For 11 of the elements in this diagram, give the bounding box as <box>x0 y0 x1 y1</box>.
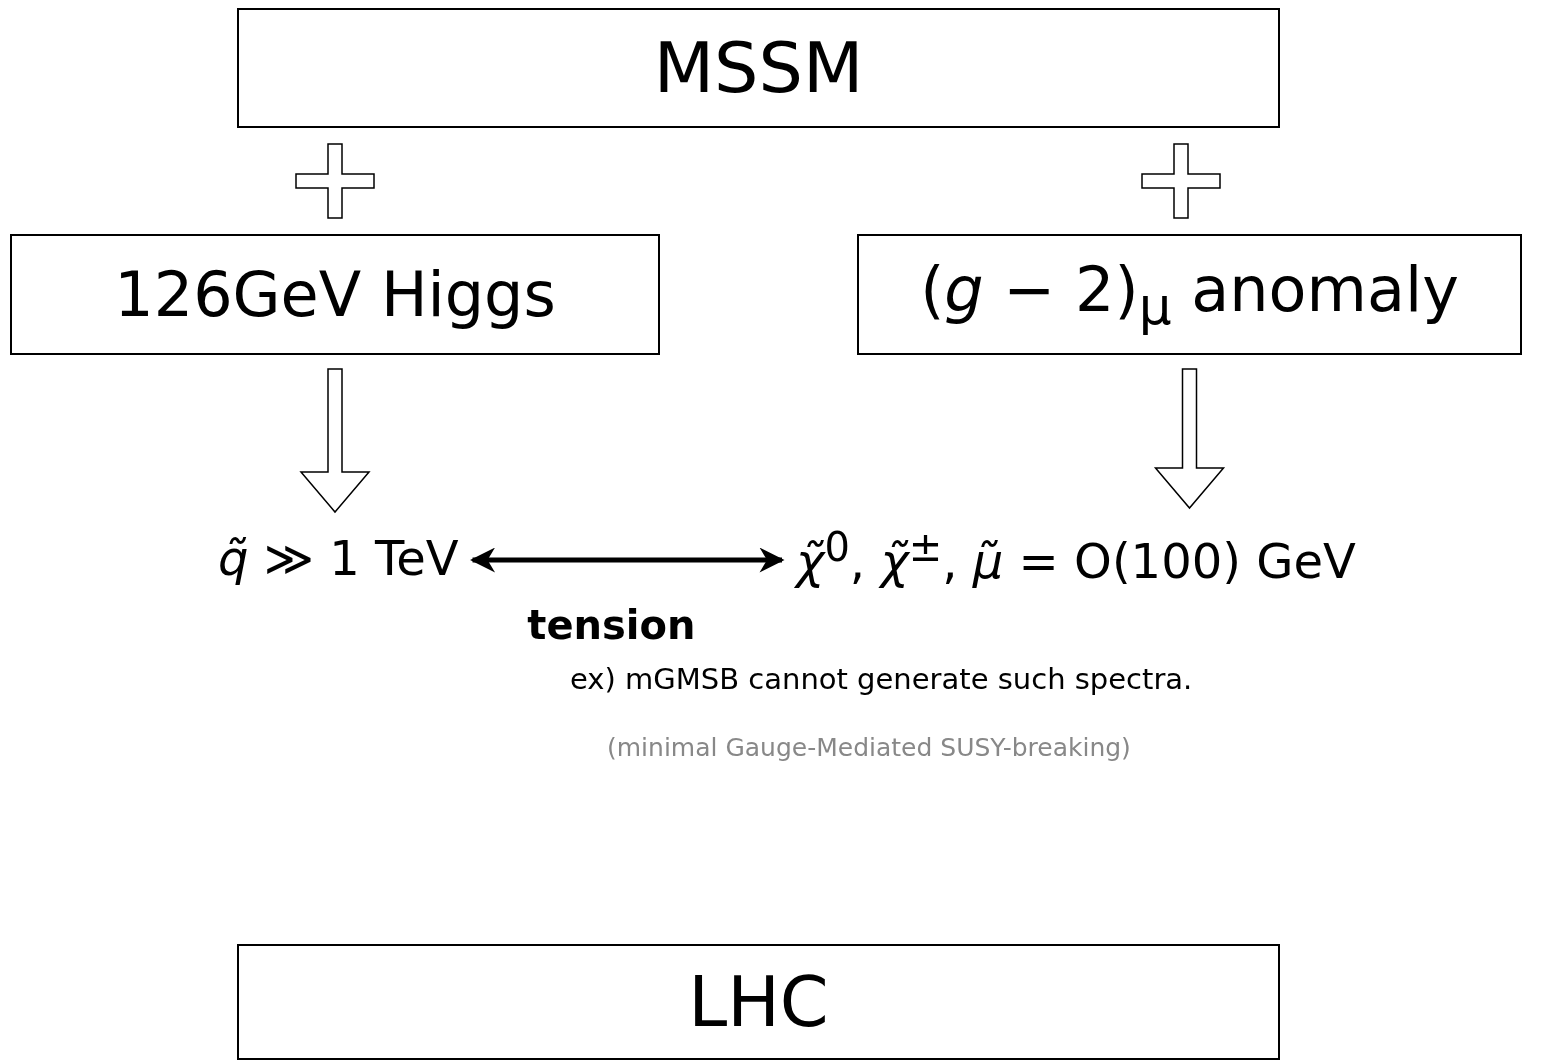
mass-condition-text: q̃ ≫ 1 TeV <box>214 512 463 604</box>
experiment-box: LHC <box>237 944 1280 1060</box>
double-arrow <box>470 547 785 573</box>
constraint-box: 126GeV Higgs <box>10 234 660 355</box>
example-note: ex) mGMSB cannot generate such spectra. <box>570 662 1193 696</box>
hollow-arrow <box>1153 368 1226 510</box>
mass-condition-text: χ̃$^{0}$, χ̃$^{±}$, μ̃ = O(100) GeV <box>792 508 1360 604</box>
hollow-arrow <box>299 368 371 514</box>
constraint-box: (g − 2)$_{μ}$ anomaly <box>857 234 1522 355</box>
abbreviation-note: (minimal Gauge-Mediated SUSY-breaking) <box>607 733 1131 762</box>
model-box: MSSM <box>237 8 1280 128</box>
